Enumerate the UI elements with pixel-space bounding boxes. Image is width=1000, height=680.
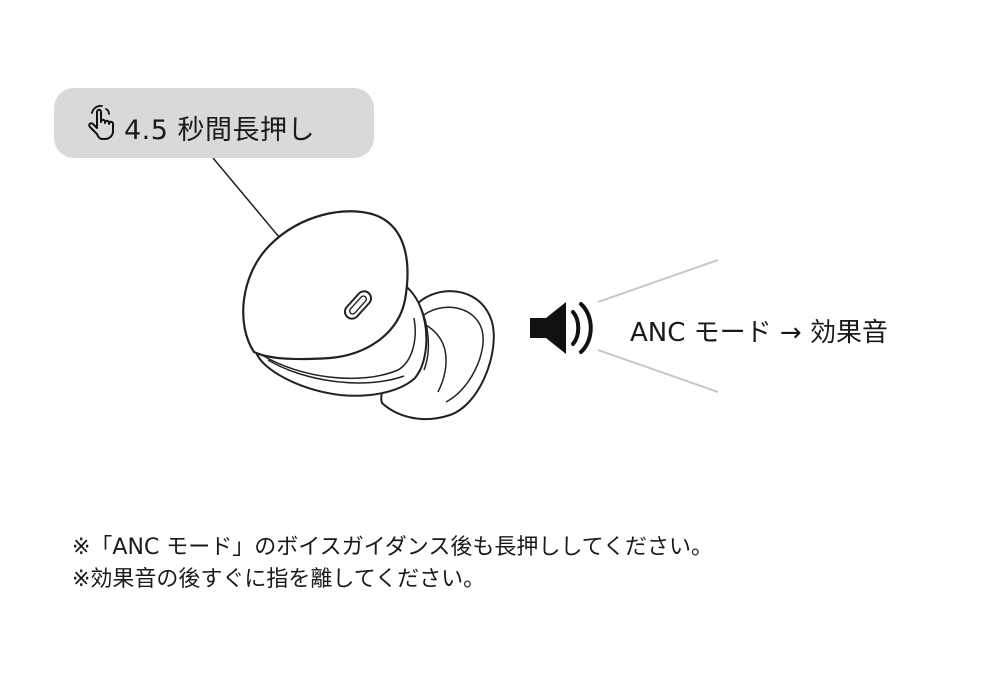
earbud-touch-surface [242, 210, 409, 361]
note-line: ※効果音の後すぐに指を離してください。 [72, 567, 486, 592]
sound-ray-upper [597, 259, 719, 303]
speaker-sound-icon [530, 302, 593, 354]
anc-mode-sound-label: ANC モード → 効果音 [630, 318, 888, 348]
note-line: ※「ANC モード」のボイスガイダンス後も長押ししてください。 [72, 535, 713, 560]
earbud-sensor-slot [343, 290, 373, 320]
sound-ray-lower [597, 349, 719, 393]
long-press-callout: 4.5 秒間長押し [54, 88, 374, 158]
hand-pointer-icon [88, 104, 114, 140]
long-press-label: 4.5 秒間長押し [124, 115, 316, 146]
notes: ※「ANC モード」のボイスガイダンス後も長押ししてください。 ※効果音の後すぐ… [72, 532, 713, 596]
